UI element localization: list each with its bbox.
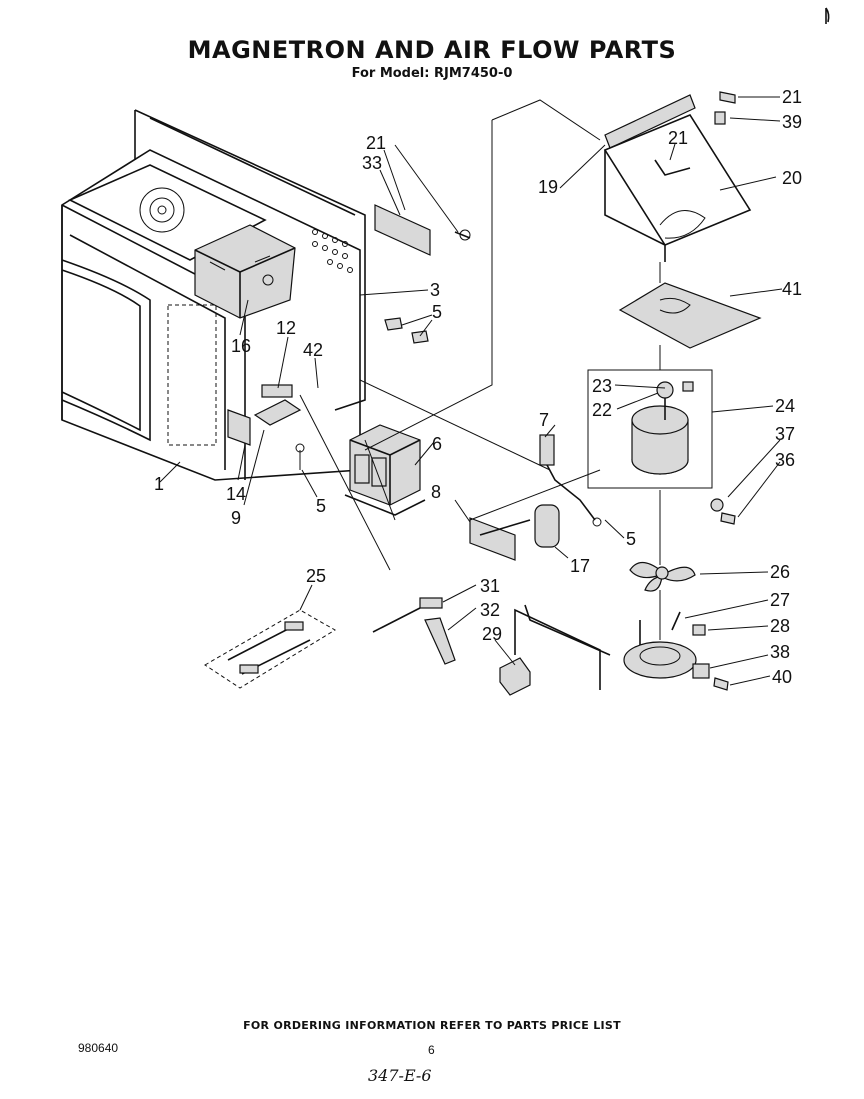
callout-5-right: 5 bbox=[626, 529, 636, 549]
callout-41: 41 bbox=[782, 279, 802, 299]
callout-21-right: 21 bbox=[782, 87, 802, 107]
callout-24: 24 bbox=[775, 396, 795, 416]
callout-29: 29 bbox=[482, 624, 502, 644]
callout-26: 26 bbox=[770, 562, 790, 582]
callout-28: 28 bbox=[770, 616, 790, 636]
diode-fuse bbox=[539, 434, 602, 527]
fan-screws bbox=[710, 498, 736, 525]
callout-17: 17 bbox=[570, 556, 590, 576]
callout-20: 20 bbox=[782, 168, 802, 188]
callout-23: 23 bbox=[592, 376, 612, 396]
callout-40: 40 bbox=[772, 667, 792, 687]
callout-33: 33 bbox=[362, 153, 382, 173]
vent-holes bbox=[312, 229, 353, 273]
callout-22: 22 bbox=[592, 400, 612, 420]
transformer bbox=[344, 424, 426, 516]
callout-12: 12 bbox=[276, 318, 296, 338]
fan-blade bbox=[629, 561, 696, 592]
callout-39: 39 bbox=[782, 112, 802, 132]
callout-labels: 1 3 5 5 5 6 7 8 9 12 14 16 17 19 20 21 2… bbox=[154, 87, 802, 687]
lead-wires bbox=[372, 597, 456, 665]
callout-42: 42 bbox=[303, 340, 323, 360]
page-title: MAGNETRON AND AIR FLOW PARTS bbox=[187, 36, 677, 64]
callout-32: 32 bbox=[480, 600, 500, 620]
duct-plate bbox=[618, 282, 762, 349]
connector-block bbox=[499, 604, 611, 696]
magnetron bbox=[194, 224, 296, 319]
callout-31: 31 bbox=[480, 576, 500, 596]
document-number: 980640 bbox=[78, 1041, 119, 1055]
corner-mark bbox=[825, 7, 830, 24]
callout-19: 19 bbox=[538, 177, 558, 197]
callout-25: 25 bbox=[306, 566, 326, 586]
callout-37: 37 bbox=[775, 424, 795, 444]
callout-36: 36 bbox=[775, 450, 795, 470]
callout-5-lower: 5 bbox=[316, 496, 326, 516]
callout-9: 9 bbox=[231, 508, 241, 528]
handwritten-note: 347-E-6 bbox=[368, 1066, 432, 1085]
callout-8: 8 bbox=[431, 482, 441, 502]
capacitor bbox=[469, 504, 560, 561]
callout-14: 14 bbox=[226, 484, 246, 504]
callout-5-upper: 5 bbox=[432, 302, 442, 322]
callout-38: 38 bbox=[770, 642, 790, 662]
page-number: 6 bbox=[428, 1043, 435, 1057]
callout-6: 6 bbox=[432, 434, 442, 454]
ordering-note: FOR ORDERING INFORMATION REFER TO PARTS … bbox=[243, 1019, 621, 1032]
screws bbox=[384, 317, 429, 344]
callout-16: 16 bbox=[231, 336, 251, 356]
callout-3: 3 bbox=[430, 280, 440, 300]
callout-21-mid: 21 bbox=[668, 128, 688, 148]
model-subtitle: For Model: RJM7450-0 bbox=[351, 66, 513, 81]
motor-mount bbox=[623, 611, 729, 691]
callout-27: 27 bbox=[770, 590, 790, 610]
air-guide bbox=[603, 91, 752, 262]
leader-lines bbox=[159, 96, 783, 686]
wire-harness bbox=[204, 609, 336, 689]
guide-lines bbox=[299, 99, 661, 640]
mounting-bracket bbox=[374, 204, 471, 256]
thermal-protector bbox=[227, 384, 305, 470]
callout-1: 1 bbox=[154, 474, 164, 494]
fan-motor bbox=[587, 369, 713, 489]
callout-21-left: 21 bbox=[366, 133, 386, 153]
callout-7: 7 bbox=[539, 410, 549, 430]
